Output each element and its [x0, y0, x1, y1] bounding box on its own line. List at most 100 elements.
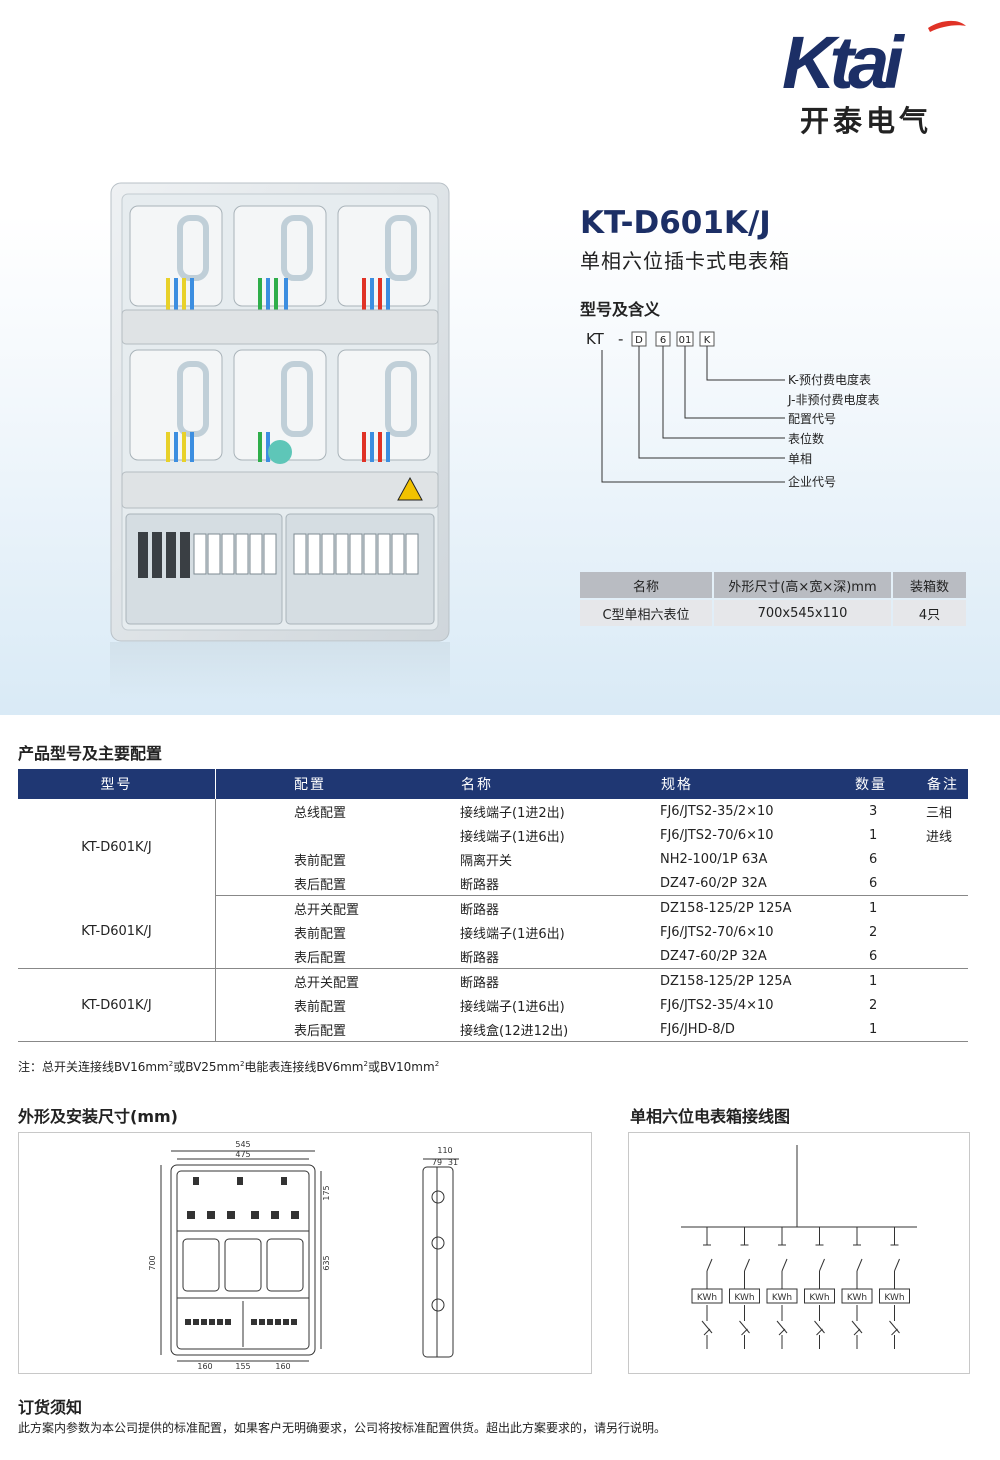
wire-segment: [739, 1320, 750, 1334]
config-header-name: 名称: [460, 769, 660, 799]
dim-label: 110: [437, 1146, 452, 1155]
wire-segment: [816, 1328, 823, 1336]
table-row: 表后配置 断路器 DZ47-60/2P 32A 6: [18, 944, 968, 969]
spec-cell-size: 700x545x110: [714, 600, 891, 626]
remark-cell: [926, 920, 968, 944]
meaning-k: K-预付费电度表: [788, 372, 871, 387]
config-cell: 总开关配置: [294, 902, 360, 918]
name-cell: 接线端子(1进6出): [460, 829, 565, 845]
name-cell: 断路器: [460, 902, 500, 918]
meter-label: KWh: [809, 1293, 829, 1303]
meter-box: [841, 1288, 873, 1304]
name-cell: 接线端子(1进6出): [460, 926, 565, 942]
dim-label: 175: [322, 1185, 331, 1200]
meter-box-photo: [110, 182, 450, 642]
table-row: KT-D601K/J 总开关配置 断路器 DZ158-125/2P 125A 1: [18, 968, 968, 1042]
wire-segment: [781, 1258, 788, 1272]
remark-cell: 三相: [926, 805, 953, 821]
model-cell: KT-D601K/J: [18, 895, 216, 969]
note-sup: 2: [239, 1060, 245, 1068]
spec-header-qty: 装箱数: [893, 572, 966, 598]
spec-cell: FJ6/JTS2-35/4×10: [660, 997, 774, 1013]
name-cell: 断路器: [460, 944, 660, 969]
brand-name: 开泰电气: [800, 104, 933, 138]
svg-text:Ktai: Ktai: [782, 21, 905, 98]
model-cell: KT-D601K/J: [18, 968, 216, 1042]
config-cell: [216, 823, 461, 847]
dimensions-title: 外形及安装尺寸(mm): [18, 1107, 178, 1126]
note-sup: 2: [434, 1060, 440, 1068]
model-subtitle: 单相六位插卡式电表箱: [580, 249, 790, 273]
wiring-title: 单相六位电表箱接线图: [630, 1107, 791, 1126]
wire-segment: [776, 1320, 788, 1334]
qty-cell: 1: [869, 827, 878, 843]
remark-cell: [926, 993, 968, 1017]
table-row: 接线端子(1进6出) FJ6/JTS2-70/6×10 1 进线: [18, 823, 968, 847]
spec-cell: DZ47-60/2P 32A: [660, 871, 854, 896]
spec-header-name: 名称: [580, 572, 712, 598]
remark-cell: 进线: [926, 829, 953, 845]
dim-label: 635: [322, 1255, 331, 1270]
meaning-j: J-非预付费电度表: [787, 392, 879, 407]
wire-segment: [703, 1328, 711, 1336]
meter-label: KWh: [847, 1293, 867, 1303]
name-cell: 接线端子(1进2出): [460, 805, 565, 821]
photo-reflection: [110, 642, 450, 702]
qty-cell: 2: [869, 997, 878, 1013]
order-title: 订货须知: [18, 1398, 83, 1417]
meaning-single-phase: 单相: [788, 452, 812, 466]
config-cell: 表后配置: [215, 871, 460, 896]
meter-box: [691, 1288, 723, 1304]
qty-cell: 3: [869, 803, 878, 819]
qty-cell: 1: [854, 1017, 926, 1042]
qty-cell: 6: [854, 871, 926, 896]
dim-label: 700: [148, 1255, 157, 1270]
config-cell: 总线配置: [294, 805, 347, 821]
meter-box: [879, 1288, 910, 1304]
wire-segment: [853, 1328, 861, 1336]
spec-cell-name: C型单相六表位: [580, 600, 712, 626]
wire-segment: [894, 1258, 900, 1272]
wire-segment: [851, 1320, 863, 1334]
config-cell: 表后配置: [215, 1017, 460, 1042]
remark-cell: [926, 1017, 968, 1042]
remark-cell: [926, 969, 968, 994]
meter-label: KWh: [884, 1293, 904, 1303]
dim-label: 31: [448, 1158, 458, 1167]
wire-segment: [889, 1320, 900, 1334]
spec-cell: FJ6/JTS2-35/2×10: [660, 803, 774, 819]
note-sup: 2: [168, 1060, 174, 1068]
dimension-drawing: 545 475 700 635 175 160 155 160 110 79 3…: [18, 1132, 592, 1374]
config-cell: 表前配置: [294, 853, 347, 869]
meter-label: KWh: [697, 1293, 717, 1303]
dim-label: 475: [235, 1150, 250, 1159]
wire-segment: [744, 1258, 750, 1272]
code-box-d: D: [635, 335, 643, 346]
meaning-company-code: 企业代号: [788, 474, 836, 489]
wire-segment: [778, 1328, 786, 1336]
remark-cell: [926, 944, 968, 969]
table-row: KT-D601K/J 总线配置 接线端子(1进2出) FJ6/JTS2-35/2…: [18, 799, 968, 896]
remark-cell: [926, 896, 968, 921]
config-cell: 总开关配置: [294, 975, 360, 991]
name-cell: 接线盒(12进12出): [460, 1017, 660, 1042]
note-part: 或BV25mm: [173, 1060, 240, 1074]
qty-cell: 1: [869, 973, 878, 989]
name-cell: 隔离开关: [460, 853, 513, 869]
model-title: KT-D601K/J: [580, 205, 771, 241]
wire-segment: [706, 1258, 713, 1272]
name-cell: 断路器: [460, 975, 500, 991]
table-row: 表前配置 接线端子(1进6出) FJ6/JTS2-35/4×10 2: [18, 993, 968, 1017]
code-box-6: 6: [660, 335, 666, 346]
note-part: 注：总开关连接线BV16mm: [18, 1060, 169, 1074]
wire-segment: [741, 1328, 748, 1336]
note-part: 或BV10mm: [367, 1060, 435, 1074]
qty-cell: 2: [869, 924, 878, 940]
meter-box: [766, 1288, 798, 1304]
wire-segment: [891, 1328, 898, 1336]
spec-cell-qty: 4只: [893, 600, 966, 626]
dim-label: 160: [197, 1362, 212, 1371]
order-text: 此方案内参数为本公司提供的标准配置，如果客户无明确要求，公司将按标准配置供货。超…: [18, 1421, 667, 1435]
config-cell: 表后配置: [215, 944, 460, 969]
